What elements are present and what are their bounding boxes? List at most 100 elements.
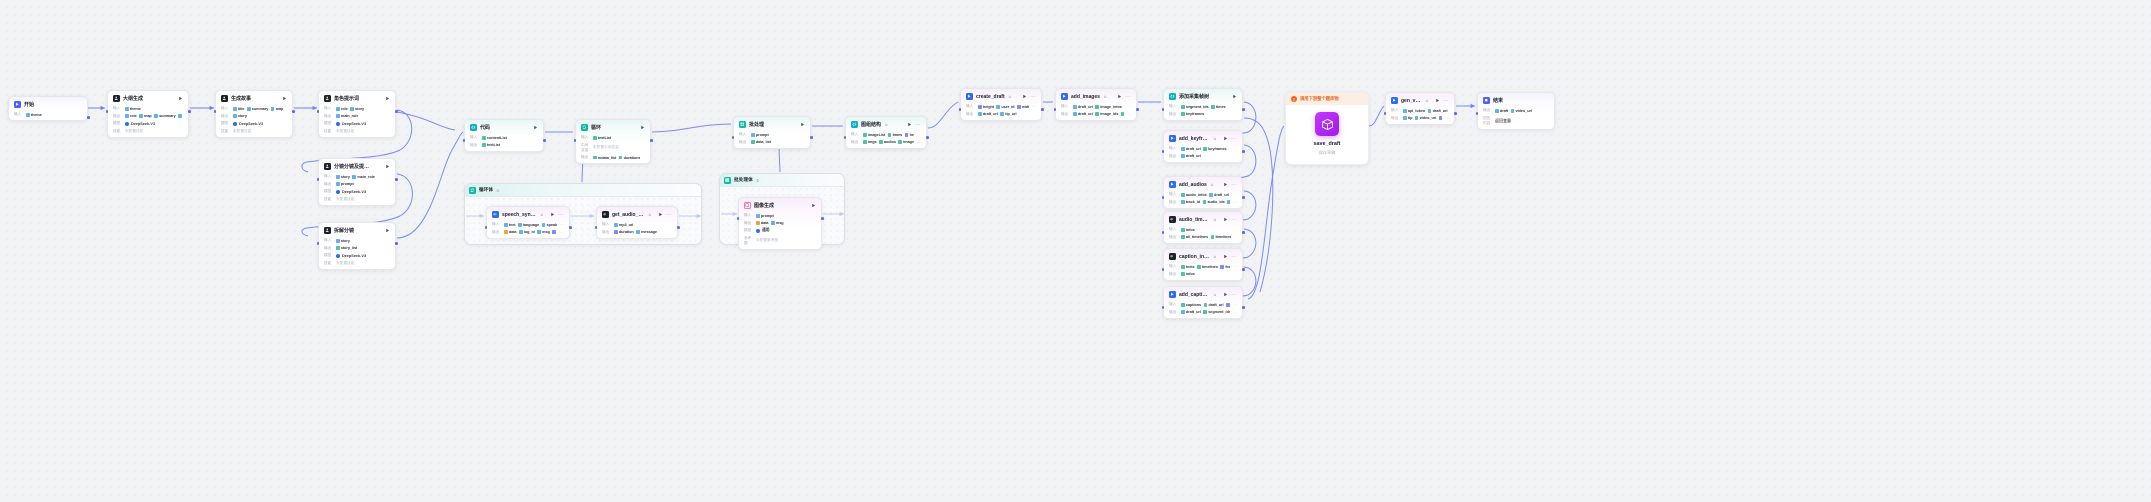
node-output-port[interactable] — [395, 178, 398, 181]
node-output-port[interactable] — [1242, 196, 1245, 199]
node-more-button[interactable]: ··· — [1231, 253, 1237, 260]
param-pill[interactable]: textList — [593, 136, 611, 140]
overflow-ellipsis[interactable]: ··· — [1127, 111, 1131, 117]
run-node-button[interactable] — [281, 96, 287, 102]
param-pill[interactable]: video_url — [1414, 116, 1436, 120]
param-pill[interactable]: draft_url — [1073, 112, 1093, 116]
node-input-port[interactable] — [1475, 112, 1479, 115]
param-pill[interactable]: log_id — [519, 230, 535, 234]
node-output-port[interactable] — [1242, 231, 1245, 234]
param-pill[interactable]: image_ids — [1095, 112, 1118, 116]
node-output-port[interactable] — [821, 217, 824, 220]
param-pill[interactable]: mood — [178, 114, 183, 119]
node-save-draft[interactable]: ! 调用下游整个题库物 save_draft 保存草稿 — [1285, 92, 1369, 165]
node-input-port[interactable] — [736, 217, 740, 220]
param-pill[interactable]: imgs — [863, 140, 877, 144]
param-pill[interactable]: height — [978, 105, 994, 109]
param-pill[interactable]: map — [139, 114, 152, 118]
param-pill[interactable]: video_url — [1510, 109, 1532, 113]
node-output-port[interactable] — [1242, 268, 1245, 271]
run-node-button[interactable] — [657, 212, 663, 218]
node-more-button[interactable]: ··· — [1125, 93, 1131, 100]
param-pill[interactable]: draft_url — [978, 112, 998, 116]
node-input-port[interactable] — [1161, 231, 1165, 234]
node-input-port[interactable] — [958, 108, 962, 111]
param-pill[interactable]: audios — [879, 140, 896, 144]
node-get_audio_duration_1[interactable]: get_audio_duration_1 ⧉ ··· 输入mp3_url输出du… — [596, 206, 678, 239]
param-pill[interactable]: main_role — [336, 114, 358, 118]
run-node-button[interactable] — [1021, 94, 1027, 100]
param-pill[interactable]: timelines — [1197, 265, 1218, 269]
run-node-button[interactable] — [799, 122, 805, 128]
param-pill[interactable]: track_id — [1181, 200, 1200, 204]
node-add_keyframes[interactable]: add_keyframes ⧉ ··· 输入draft_urlkeyframes… — [1163, 130, 1243, 163]
node-more-button[interactable]: ··· — [666, 211, 672, 218]
param-pill[interactable]: draft_url — [1073, 105, 1093, 109]
param-pill[interactable]: segment_ids — [1203, 310, 1230, 314]
node-output-port[interactable] — [650, 139, 653, 142]
node-more-button[interactable]: ··· — [1443, 97, 1449, 104]
param-pill[interactable]: audio_infos — [1181, 193, 1207, 197]
run-node-button[interactable] — [906, 122, 912, 128]
param-pill[interactable]: draft — [1495, 109, 1508, 113]
node-input-port[interactable] — [316, 178, 320, 181]
node-gen_video[interactable]: gen_video ⧉ ··· 输入api_tokendraft_url输出ti… — [1385, 92, 1455, 125]
node-input-port[interactable] — [462, 139, 466, 142]
node-img_struct[interactable]: 图组结构 ⧉ ··· 输入imageListtimesheightwi…···输… — [845, 116, 927, 149]
node-input-port[interactable] — [316, 110, 320, 113]
node-shot_split_prompt[interactable]: 分镜分镜及提示词书写 ··· 输入storymain_role输出prompt模… — [318, 158, 396, 206]
param-pill[interactable]: textList — [482, 143, 500, 147]
node-output-port[interactable] — [87, 116, 90, 119]
param-pill[interactable]: code — [552, 230, 557, 235]
param-pill[interactable]: code — [1438, 116, 1442, 121]
node-input-port[interactable] — [213, 110, 217, 113]
param-pill[interactable]: draft_url — [1203, 303, 1224, 307]
param-pill[interactable]: user_id — [996, 105, 1015, 109]
param-pill[interactable]: imageList — [863, 133, 885, 137]
run-node-button[interactable] — [810, 203, 816, 209]
run-node-button[interactable] — [1222, 136, 1228, 142]
node-role_prompt[interactable]: 角色提示词 ··· 输入rolestory输出main_role模型DeepSe… — [318, 90, 396, 138]
param-pill[interactable]: contentList — [482, 136, 507, 140]
overflow-ellipsis[interactable]: ··· — [1233, 302, 1237, 308]
param-pill[interactable]: width — [1017, 105, 1029, 109]
node-more-button[interactable]: ··· — [1231, 291, 1237, 298]
node-input-port[interactable] — [1053, 108, 1057, 111]
param-pill[interactable]: draft_url — [1209, 193, 1229, 197]
param-pill[interactable]: story — [336, 175, 350, 179]
param-pill[interactable]: story — [350, 107, 364, 111]
run-node-button[interactable] — [1222, 182, 1228, 188]
node-output-port[interactable] — [1041, 108, 1044, 111]
param-pill[interactable]: summary — [246, 107, 268, 111]
param-pill[interactable]: data — [756, 221, 769, 225]
node-output-port[interactable] — [395, 242, 398, 245]
param-pill[interactable]: draft_url — [1181, 147, 1201, 151]
overflow-ellipsis[interactable]: ··· — [560, 222, 564, 228]
overflow-ellipsis[interactable]: ··· — [1127, 104, 1131, 110]
node-add_captions[interactable]: add_captions ⧉ ··· 输入captionsdraft_urlal… — [1163, 286, 1243, 319]
node-output-port[interactable] — [1242, 150, 1245, 153]
overflow-ellipsis[interactable]: ··· — [1233, 264, 1237, 270]
param-pill[interactable]: font_size — [1220, 265, 1230, 269]
param-pill[interactable]: alignment — [1225, 303, 1230, 307]
param-pill[interactable]: msg — [537, 230, 550, 234]
node-speech_synthesis[interactable]: speech_synthesis ⧉ ··· 输入textlanguagespe… — [486, 206, 570, 239]
param-pill[interactable]: speaker_id — [541, 223, 557, 227]
param-pill[interactable]: draft_url — [1181, 310, 1201, 314]
run-node-button[interactable] — [532, 125, 538, 131]
node-input-port[interactable] — [1161, 108, 1165, 111]
param-pill[interactable]: timelines — [1210, 235, 1231, 239]
node-input-port[interactable] — [105, 110, 109, 113]
run-node-button[interactable] — [639, 125, 645, 131]
node-input-port[interactable] — [1383, 112, 1387, 115]
overflow-ellipsis[interactable]: ··· — [1032, 104, 1036, 110]
param-pill[interactable]: data — [504, 230, 517, 234]
param-pill[interactable]: image_infos — [1095, 105, 1122, 109]
run-node-button[interactable] — [1222, 292, 1228, 298]
param-pill[interactable]: draft_url — [1181, 154, 1201, 158]
node-input-port[interactable] — [316, 242, 320, 245]
run-node-button[interactable] — [1222, 254, 1228, 260]
node-create_draft[interactable]: create_draft ⧉ ··· 输入heightuser_idwidth·… — [960, 88, 1042, 121]
